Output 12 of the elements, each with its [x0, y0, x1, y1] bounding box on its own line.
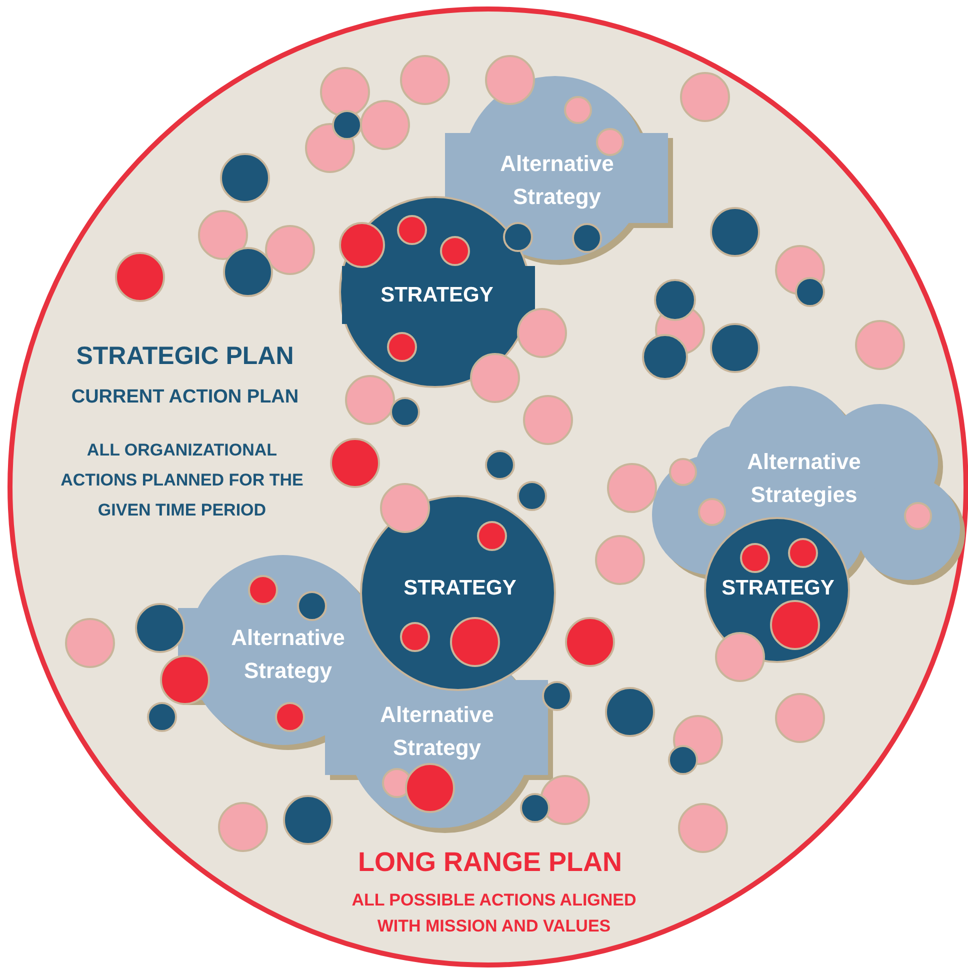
- plan-heading: STRATEGIC PLAN: [75, 341, 295, 372]
- strategy-label: STRATEGY: [380, 282, 494, 308]
- strategy-label: Alternative Strategy: [499, 150, 615, 211]
- strategy-label: Alternative Strategy: [379, 701, 495, 762]
- plan-subheading: CURRENT ACTION PLAN: [70, 385, 300, 410]
- plan-title: LONG RANGE PLAN: [356, 846, 623, 879]
- plan-description: ALL ORGANIZATIONAL ACTIONS PLANNED FOR THE GIVEN TIME PERIOD: [60, 439, 304, 521]
- strategy-label: Alternative Strategies: [746, 448, 862, 509]
- plan-description: ALL POSSIBLE ACTIONS ALIGNED WITH MISSION AND VALUES: [350, 890, 638, 937]
- strategy-label: Alternative Strategy: [230, 624, 346, 685]
- strategy-label: STRATEGY: [720, 575, 836, 602]
- strategy-label: STRATEGY: [402, 575, 518, 602]
